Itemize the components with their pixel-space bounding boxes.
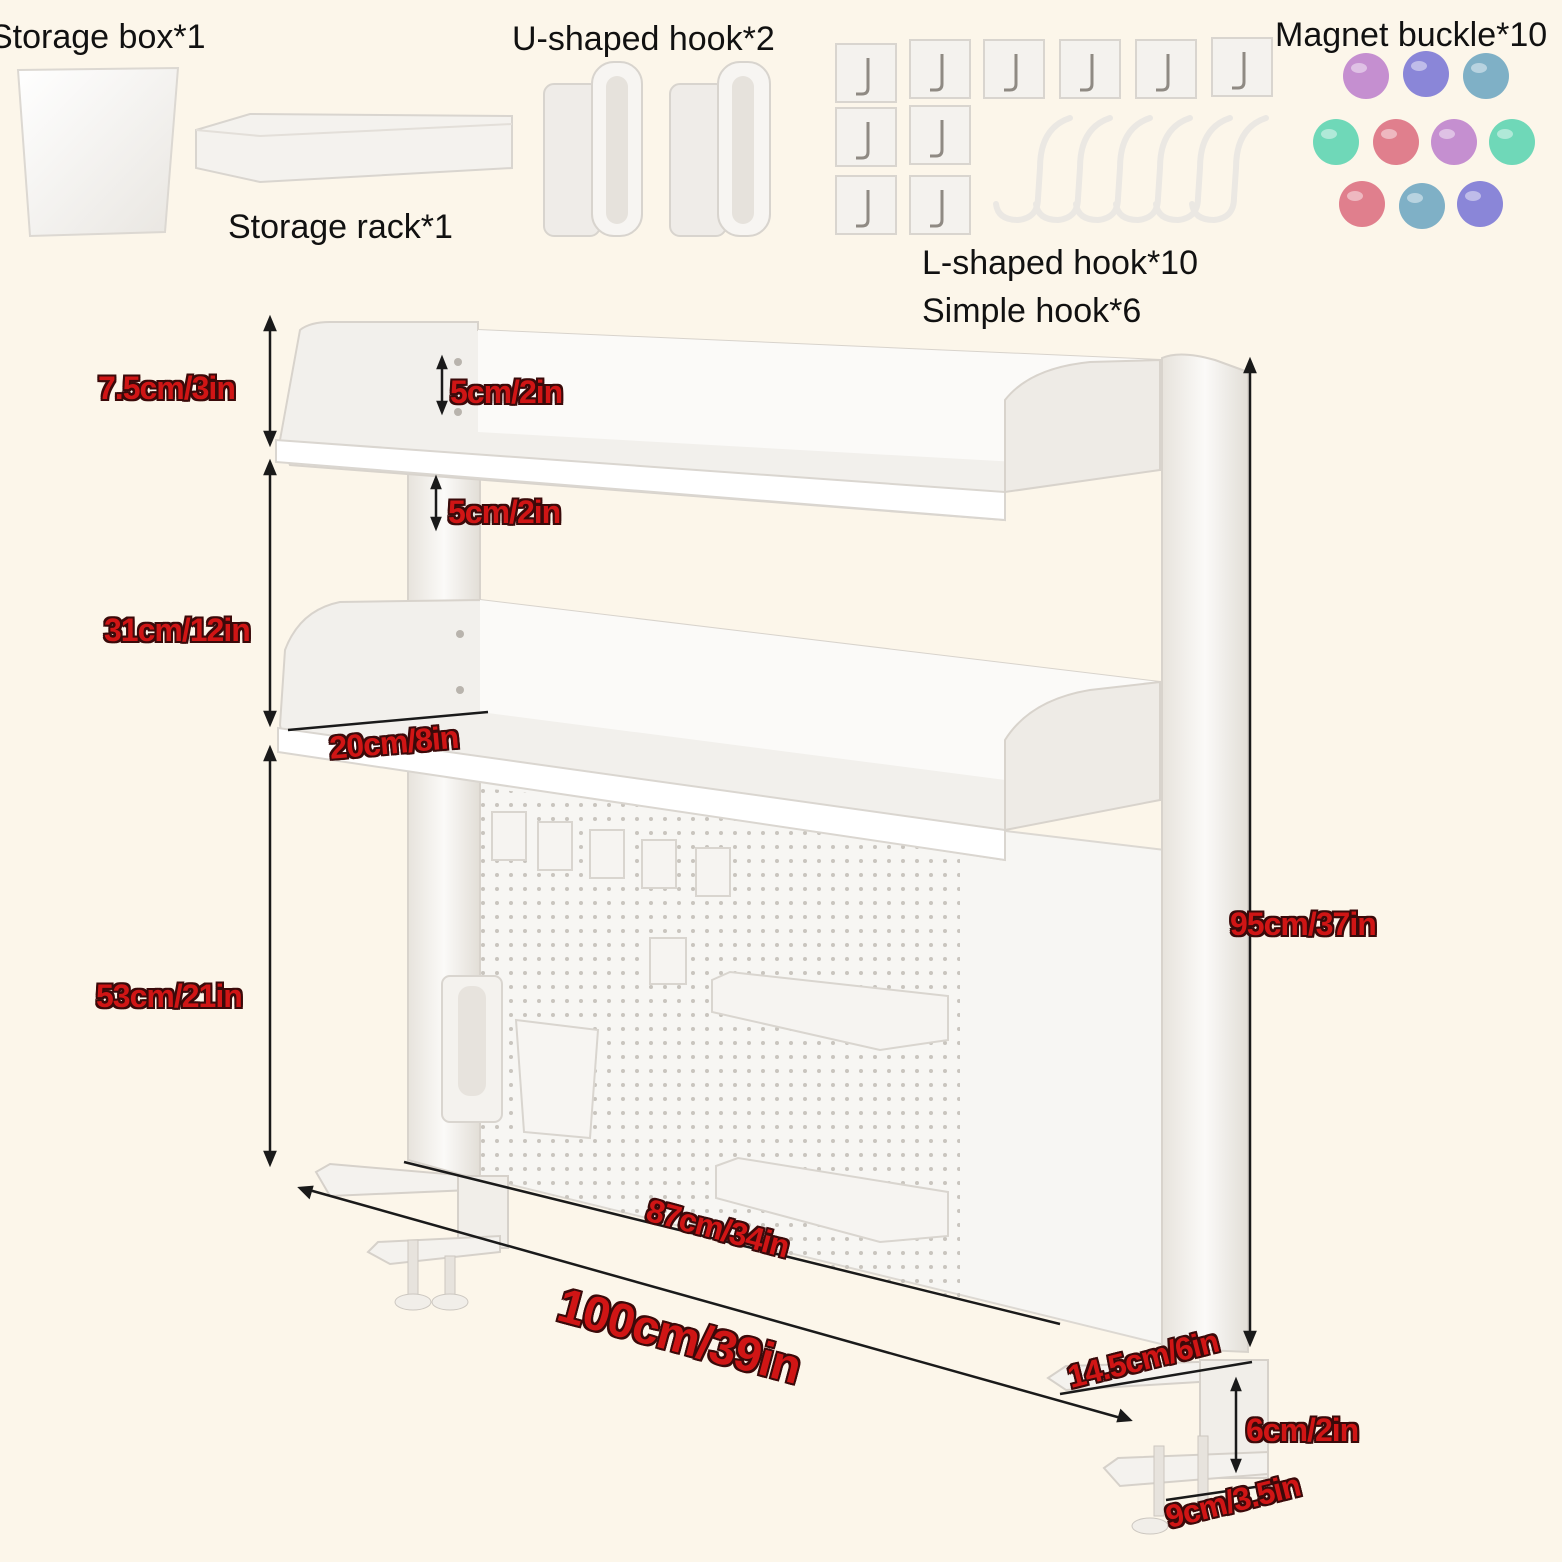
- total-height-label: 95cm/37in: [1230, 906, 1377, 942]
- pegboard: [409, 758, 1166, 1347]
- right-post: [1161, 353, 1249, 1354]
- dimension-lines: [263, 314, 1263, 1502]
- storage-box-label: Storage box*1: [0, 18, 206, 56]
- magnet-buckle: [1403, 51, 1449, 97]
- magnet-buckles-illustration: [1313, 51, 1535, 229]
- mid-gap-label: 5cm/2in: [448, 494, 561, 530]
- simple-hooks-illustration: [835, 37, 1273, 235]
- storage-rack-illustration: [195, 112, 513, 184]
- pegboard-hooks: [491, 811, 731, 985]
- simple-hook: [983, 39, 1045, 99]
- pegboard-storage-box: [514, 1018, 600, 1140]
- u-shaped-hooks-illustration: [543, 61, 771, 237]
- pegboard-rack-lower: [715, 1156, 949, 1244]
- left-clamp: [314, 1162, 509, 1311]
- middle-shelf: [277, 598, 1161, 862]
- magnet-buckle: [1339, 181, 1385, 227]
- pegboard-rack-upper: [711, 970, 949, 1052]
- l-shaped-hook-label: L-shaped hook*10: [922, 244, 1199, 282]
- simple-hook-label: Simple hook*6: [922, 292, 1142, 330]
- pegboard-u-hook: [441, 975, 503, 1123]
- magnet-buckle: [1431, 119, 1477, 165]
- storage-rack-label: Storage rack*1: [228, 208, 453, 246]
- magnet-buckle: [1373, 119, 1419, 165]
- top-gap-label: 5cm/2in: [450, 374, 563, 410]
- magnet-buckle: [1457, 181, 1503, 227]
- magnet-buckle: [1489, 119, 1535, 165]
- magnet-buckle: [1313, 119, 1359, 165]
- storage-box-illustration: [16, 66, 180, 238]
- pegboard-height-label: 53cm/21in: [96, 978, 243, 1014]
- clamp-height-label: 6cm/2in: [1246, 1412, 1359, 1448]
- l-shaped-hooks-illustration: [993, 115, 1269, 224]
- magnet-buckle: [1463, 53, 1509, 99]
- magnet-buckle-label: Magnet buckle*10: [1275, 16, 1548, 54]
- magnet-buckle: [1343, 53, 1389, 99]
- shelf-spacing-label: 31cm/12in: [104, 612, 251, 648]
- top-shelf-height-label: 7.5cm/3in: [98, 370, 236, 406]
- u-shaped-hook-label: U-shaped hook*2: [512, 20, 775, 58]
- right-clamp: [1046, 1358, 1269, 1535]
- top-shelf: [275, 321, 1161, 522]
- magnet-buckle: [1399, 183, 1445, 229]
